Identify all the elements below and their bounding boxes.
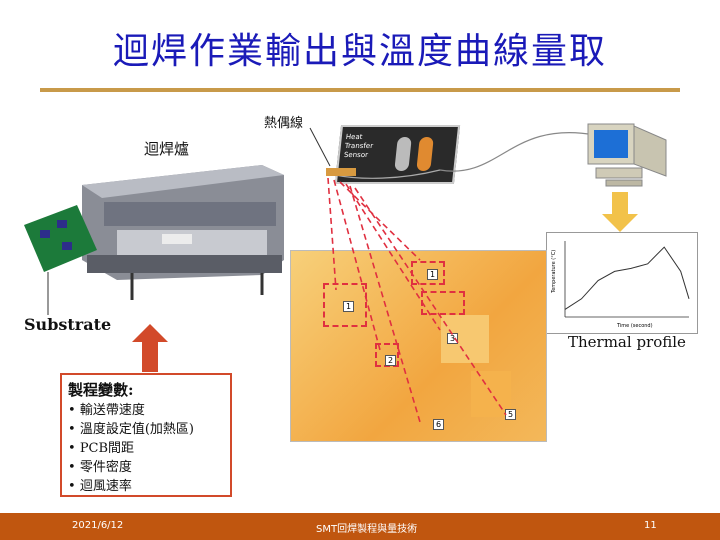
footer-bar: 2021/6/12 SMT回焊製程與量技術 11 [0,513,720,540]
footer-date: 2021/6/12 [72,520,123,531]
footer-center: SMT回焊製程與量技術 [316,520,417,535]
footer-page: 11 [644,520,657,531]
